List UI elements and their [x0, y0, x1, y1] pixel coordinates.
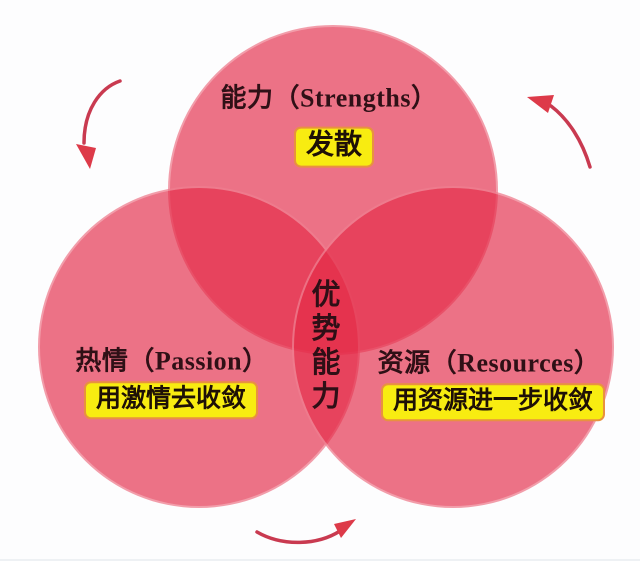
circle-resources	[292, 186, 614, 508]
center-label-char: 优	[311, 279, 341, 311]
resources-label: 资源（Resources）	[377, 348, 601, 378]
curved-arrow-bottom-icon	[255, 519, 356, 545]
resources-highlight-tag: 用资源进一步收敛	[380, 383, 606, 421]
center-label-char: 势	[311, 313, 341, 345]
center-label-char: 能	[311, 347, 341, 379]
passion-label: 热情（Passion）	[75, 346, 269, 376]
passion-highlight-tag: 用激情去收敛	[83, 381, 259, 419]
strengths-highlight-tag: 发散	[293, 126, 375, 168]
strengths-label: 能力（Strengths）	[220, 83, 438, 113]
curved-arrow-top-right-icon	[527, 95, 592, 169]
center-label: 优 势 能 力	[311, 278, 340, 414]
curved-arrow-top-left-icon	[76, 79, 122, 169]
center-label-char: 力	[311, 381, 341, 413]
